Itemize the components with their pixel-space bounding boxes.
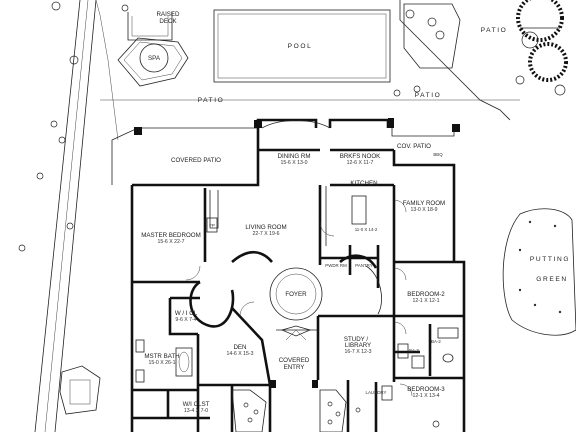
foyer-label: FOYER [285,291,307,298]
pantry-label: PANTRY [355,263,372,268]
planter-icons [243,401,440,428]
pwdr-rm-label: PWDR RM [325,263,347,268]
svg-text:PATIO: PATIO [481,27,508,34]
living-room-dim: 22-7 X 19-6 [252,231,279,237]
putting-green: PUTTING GREEN [502,208,576,336]
svg-text:POOL: POOL [288,43,313,50]
mstr-bath-label: MSTR BATH [144,353,179,360]
covered-entry-label-2: ENTRY [284,364,305,371]
house-walls [111,118,466,432]
svg-text:PATIO: PATIO [198,97,225,104]
study-label-2: LIBRARY [345,342,371,349]
brkfs-nook-dim: 12-6 X 11-7 [347,160,374,166]
bbq-label: BBQ [433,152,443,157]
svg-text:RAISED: RAISED [156,11,180,18]
den-label: DEN [233,344,246,351]
planter-right: PATIO [403,3,508,69]
site-lines [34,0,560,432]
kitchen-dim: 11-0 X 14-2 [355,227,378,232]
svg-text:SPA: SPA [148,55,161,62]
bedroom-2-label: BEDROOM-2 [407,291,445,298]
door-swings [185,199,413,397]
ba-2-label: BA-2 [431,339,441,344]
dining-room-label: DINING RM [278,153,311,160]
dining-room-dim: 15-6 X 13-0 [280,160,307,166]
covered-patio-label: COVERED PATIO [171,157,221,164]
den-dim: 14-6 X 15-3 [226,351,253,357]
ba-3-label: BA-3 [409,348,419,353]
wi-cl-label: W / I CL [175,310,198,317]
shrub-icons [18,1,445,252]
svg-text:FP: FP [209,223,215,228]
master-bedroom-dim: 15-6 X 22-7 [157,239,184,245]
master-bedroom-label: MASTER BEDROOM [141,232,200,239]
living-room-label: LIVING ROOM [245,224,286,231]
tree-cluster-icon [515,0,568,96]
fireplace: FP [206,217,218,233]
study-label: STUDY / [344,336,369,343]
svg-text:PUTTING: PUTTING [530,256,570,263]
study-dim: 16-7 X 12-3 [344,349,371,355]
gazebo [59,365,101,415]
svg-text:PATIO: PATIO [415,92,442,99]
svg-text:DECK: DECK [159,18,177,25]
family-room-label: FAMILY ROOM [403,200,445,207]
mstr-bath-dim: 15-0 X 26-1 [148,360,175,366]
laundry-label: LAUNDRY [366,390,387,395]
raised-deck: RAISED DECK [127,11,180,41]
kitchen-label: KITCHEN [350,180,377,187]
svg-text:GREEN: GREEN [536,276,567,283]
bedroom-2-dim: 12-1 X 12-1 [412,298,439,304]
spa: SPA [117,37,189,87]
brkfs-nook-label: BRKFS NOOK [340,153,381,160]
wi-cl-dim: 9-6 X 7-4 [175,317,196,323]
wi-clst-dim: 13-4 X 7-0 [184,408,208,414]
pool: POOL [213,9,391,83]
family-room-dim: 13-0 X 18-9 [410,207,437,213]
wi-clst-label: W/I CLST [183,401,210,408]
bedroom-3-label: BEDROOM-3 [407,386,445,393]
room-labels: COVERED PATIO DINING RM 15-6 X 13-0 BRKF… [141,143,445,414]
cov-patio-label: COV. PATIO [397,143,431,150]
covered-entry-label: COVERED [279,357,310,364]
bedroom-3-dim: 12-1 X 13-4 [412,393,439,399]
